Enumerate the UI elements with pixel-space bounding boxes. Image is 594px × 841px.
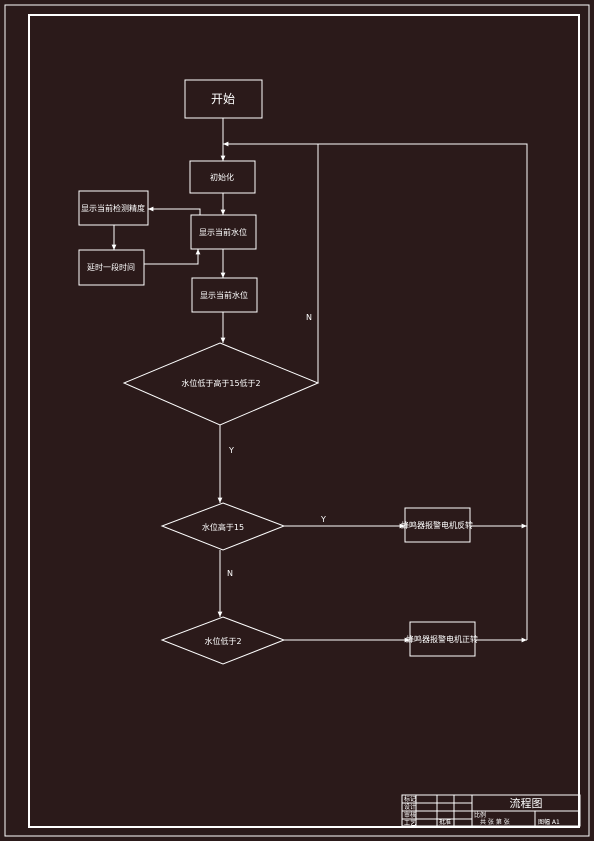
tb-approve: 批准 [439, 818, 451, 826]
show-water-box [191, 277, 258, 313]
title-block [401, 794, 581, 827]
init-label: 初始化 [210, 172, 234, 182]
tb-row-1: 标记 [404, 795, 416, 803]
edge-label-high-no: N [227, 569, 233, 578]
tb-scale: 比例 [474, 811, 486, 819]
delay-label: 延时一段时间 [87, 262, 135, 272]
alarm-high-label: 蜂鸣器报警电机反转 [401, 520, 473, 530]
decision-low-label: 水位低于2 [204, 636, 241, 646]
edge-right-loop [318, 143, 528, 640]
start-label: 开始 [211, 92, 235, 106]
alarm-low-label: 蜂鸣器报警电机正转 [406, 634, 478, 644]
outer-border [4, 4, 590, 837]
show-water-label: 显示当前水位 [200, 290, 248, 300]
edge-range-no-loop [223, 141, 319, 383]
tb-size: 图幅 A1 [538, 818, 560, 826]
decision-high-label: 水位高于15 [202, 522, 244, 532]
alarm-high-box [404, 507, 471, 543]
tb-row-2: 设计 [404, 803, 416, 811]
edge-label-high-yes: Y [320, 515, 326, 524]
decision-range-label: 水位低于高于15低于2 [181, 378, 260, 388]
tb-row-4: 工艺 [404, 819, 416, 827]
title-block-title: 流程图 [510, 796, 543, 810]
decision-high-diamond [160, 502, 286, 551]
delay-box [78, 249, 145, 286]
edge-to-detect [148, 206, 201, 215]
tb-row-3: 审核 [404, 811, 416, 819]
show-detect-label: 显示当前检测精度 [81, 203, 145, 213]
edge-label-range-yes: Y [228, 446, 234, 455]
show-cur-water-label: 显示当前水位 [199, 227, 247, 237]
decision-low-diamond [160, 616, 286, 665]
inner-border [28, 14, 580, 828]
edge-label-loop-no: N [306, 313, 312, 322]
edge-delay-back [144, 249, 201, 265]
alarm-low-box [409, 621, 476, 657]
tb-sheet: 共 张 第 张 [480, 818, 510, 826]
